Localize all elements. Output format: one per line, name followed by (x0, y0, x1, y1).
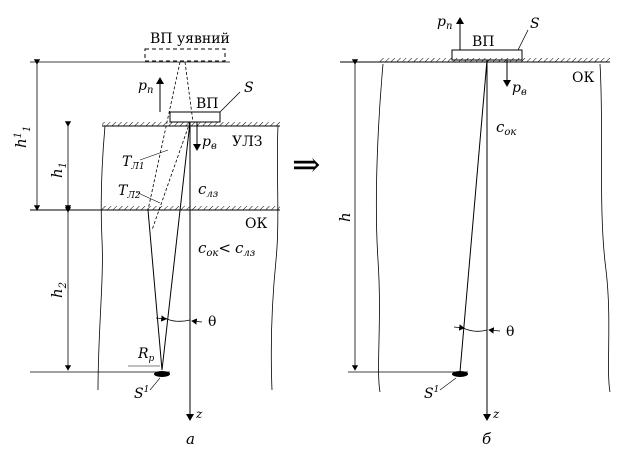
ray-right (459, 59, 488, 373)
s1-label-left: S1 (134, 385, 149, 402)
ok-label-left: ОК (245, 216, 267, 232)
caption-left: а (186, 430, 195, 448)
theta-label-right: θ (506, 324, 514, 340)
borehole-right-left-wall (375, 63, 384, 393)
p-up-label-right: pп (437, 14, 452, 32)
vp-label-right: ВП (472, 34, 495, 50)
rp-label: Rp (137, 346, 155, 364)
implies-arrow: ⇒ (292, 145, 321, 185)
vp-label-left: ВП (196, 96, 219, 112)
tl1-label: TЛ1 (122, 154, 145, 172)
borehole-right-right-wall (599, 63, 611, 393)
source-label-left: S (244, 80, 254, 96)
p-down-label-left: pв (202, 134, 217, 152)
vp-box-left (169, 111, 221, 123)
ray-virtual (184, 61, 194, 123)
ray-tl1 (151, 121, 191, 231)
p-up-label-left: pп (138, 78, 153, 96)
h-label: h (336, 212, 354, 222)
c-lz-label: cлз (198, 180, 218, 200)
p-down-label-right: pв (512, 80, 527, 98)
ok-label-right: ОК (572, 70, 594, 86)
ground-surface-left (102, 122, 280, 126)
h1-label: h1 (48, 162, 69, 178)
ray-deep (147, 209, 163, 371)
s1-label-right: S1 (424, 385, 439, 402)
c-ok-label-right: cок (496, 118, 516, 138)
h2-label: h2 (48, 282, 69, 298)
theta-label-left: θ (208, 314, 216, 330)
ray-direct (161, 121, 191, 371)
receiver-left (154, 371, 170, 377)
panel-right: ВП S pп pв ОК cок h z θ S1 б (336, 14, 611, 448)
ulz-label: УЛЗ (232, 134, 263, 150)
z-label-left: z (195, 407, 203, 421)
ray-tl2 (147, 61, 181, 211)
h1prime-label: h11 (12, 126, 33, 148)
caption-right: б (482, 430, 492, 448)
panel-left: ВП уявний h11 h1 h2 ВП S pп pв УЛЗ (12, 31, 280, 448)
receiver-right (452, 371, 468, 377)
virtual-vp-box (144, 48, 226, 62)
z-label-right: z (492, 407, 500, 421)
c-relation-label: cок<cлз (198, 239, 255, 259)
borehole-right-wall (270, 125, 279, 391)
virtual-vp-label: ВП уявний (150, 31, 230, 47)
borehole-left-wall (97, 125, 106, 391)
tl2-label: TЛ2 (118, 183, 141, 201)
source-label-right: S (530, 16, 540, 32)
